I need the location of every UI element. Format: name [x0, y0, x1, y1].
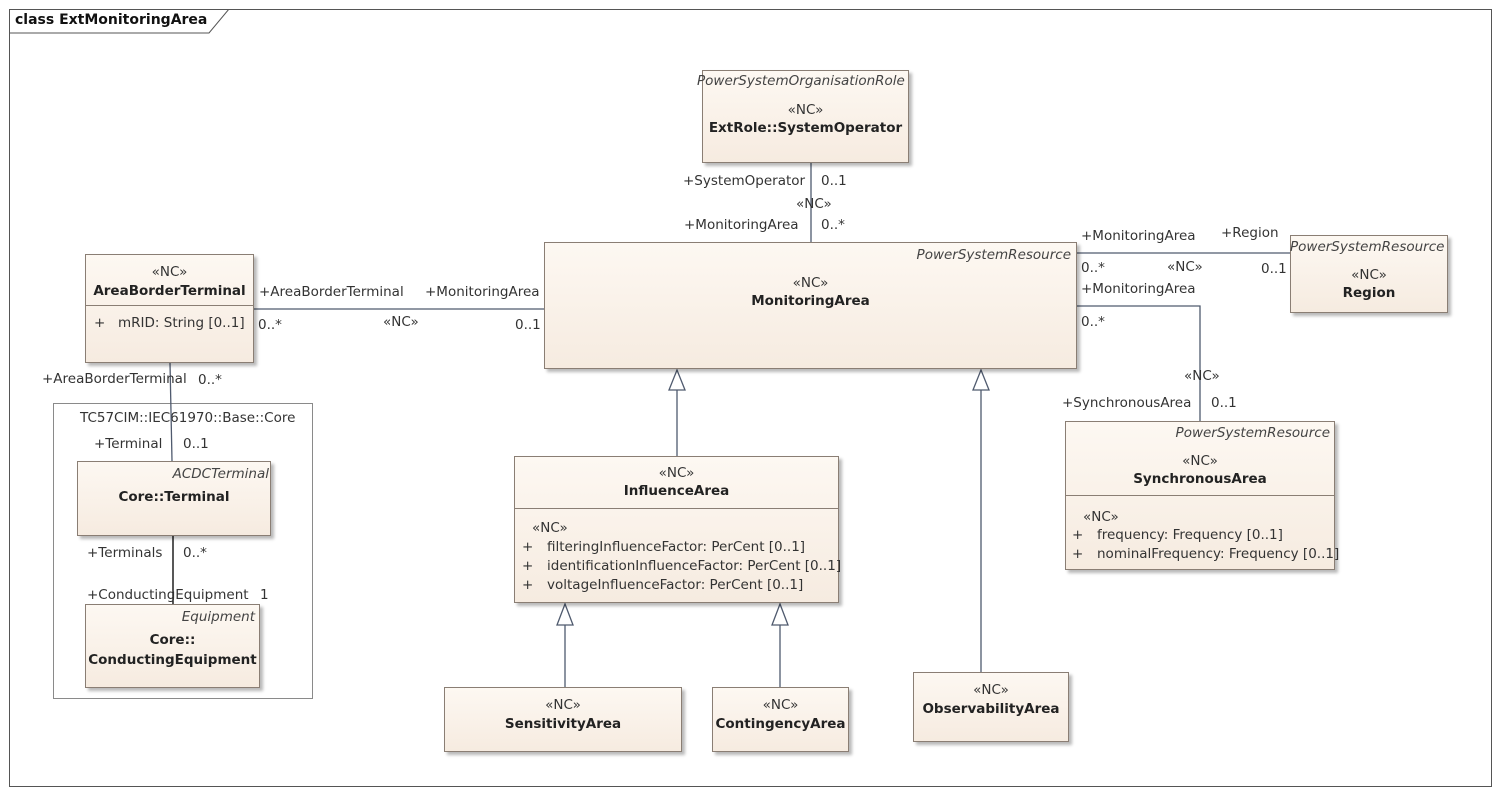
class-contingency-area[interactable]: [712, 687, 849, 752]
system-operator-stereotype: «NC»: [787, 102, 824, 118]
influence-area-name: InfluenceArea: [623, 483, 730, 499]
influence-area-stereotype: «NC»: [658, 465, 695, 481]
assoc-terminal-role-top: +AreaBorderTerminal: [42, 371, 187, 387]
assoc-sync-stereotype: «NC»: [1184, 368, 1220, 384]
conducting-equipment-parent: Equipment: [181, 609, 255, 625]
synchronous-area-attr-stereotype: «NC»: [1083, 509, 1119, 525]
class-region[interactable]: [1290, 235, 1448, 313]
assoc-equipment-role-bottom: +ConductingEquipment: [87, 587, 249, 603]
synchronous-area-attr-vis-2: +: [1072, 546, 1084, 562]
synchronous-area-stereotype: «NC»: [1182, 453, 1218, 469]
class-area-border-terminal[interactable]: [85, 254, 254, 363]
contingency-area-stereotype: «NC»: [762, 697, 799, 713]
synchronous-area-attr-nominal-frequency: nominalFrequency: Frequency [0..1]: [1097, 546, 1340, 562]
contingency-area-name: ContingencyArea: [715, 716, 846, 732]
frame-tab: [9, 9, 230, 34]
assoc-border-mult-right: 0..1: [515, 317, 541, 333]
region-stereotype: «NC»: [1351, 267, 1387, 283]
assoc-sync-role-top: +MonitoringArea: [1081, 281, 1196, 297]
assoc-region-role-right: +Region: [1221, 225, 1279, 241]
observability-area-stereotype: «NC»: [973, 682, 1009, 698]
frame-title: class ExtMonitoringArea: [15, 12, 208, 28]
assoc-operator-stereotype: «NC»: [796, 196, 832, 212]
assoc-border-role-left: +AreaBorderTerminal: [259, 284, 404, 300]
region-parent: PowerSystemResource: [1290, 239, 1445, 255]
region-name: Region: [1342, 285, 1396, 301]
influence-area-attr-stereotype: «NC»: [532, 520, 568, 536]
observability-area-name: ObservabilityArea: [922, 701, 1060, 717]
assoc-sync-mult-top: 0..*: [1081, 314, 1105, 330]
area-border-terminal-separator: [85, 305, 254, 306]
package-name: TC57CIM::IEC61970::Base::Core: [80, 410, 296, 426]
assoc-border-stereotype: «NC»: [383, 314, 419, 330]
core-terminal-parent: ACDCTerminal: [172, 466, 269, 482]
class-sensitivity-area[interactable]: [444, 687, 682, 752]
class-observability-area[interactable]: [913, 672, 1069, 742]
influence-area-attr-identification: identificationInfluenceFactor: PerCent […: [547, 558, 842, 574]
assoc-equipment-mult-top: 0..*: [183, 545, 207, 561]
sensitivity-area-name: SensitivityArea: [504, 716, 622, 732]
influence-area-attr-vis-2: +: [522, 558, 534, 574]
assoc-region-stereotype: «NC»: [1167, 259, 1203, 275]
sensitivity-area-stereotype: «NC»: [545, 697, 581, 713]
assoc-region-mult-right: 0..1: [1261, 261, 1287, 277]
class-monitoring-area[interactable]: [544, 242, 1077, 369]
assoc-sync-mult-bottom: 0..1: [1211, 395, 1237, 411]
assoc-operator-mult-top: 0..1: [821, 173, 847, 189]
system-operator-name: ExtRole::SystemOperator: [708, 120, 903, 136]
monitoring-area-parent: PowerSystemResource: [916, 247, 1071, 263]
assoc-terminal-mult-bottom: 0..1: [183, 436, 209, 452]
monitoring-area-stereotype: «NC»: [792, 275, 829, 291]
synchronous-area-name: SynchronousArea: [1133, 471, 1267, 487]
class-core-terminal[interactable]: [77, 461, 271, 536]
influence-area-attr-filtering: filteringInfluenceFactor: PerCent [0..1]: [547, 539, 806, 555]
assoc-region-role-left: +MonitoringArea: [1081, 228, 1196, 244]
assoc-terminal-mult-top: 0..*: [198, 372, 222, 388]
assoc-equipment-role-top: +Terminals: [87, 545, 163, 561]
core-terminal-name: Core::Terminal: [118, 489, 230, 505]
influence-area-attr-vis-3: +: [522, 577, 534, 593]
monitoring-area-name: MonitoringArea: [751, 293, 870, 309]
assoc-equipment-mult-bottom: 1: [260, 587, 269, 603]
assoc-operator-role-top: +SystemOperator: [683, 173, 806, 189]
assoc-border-mult-left: 0..*: [258, 317, 282, 333]
assoc-operator-mult-bottom: 0..*: [821, 217, 845, 233]
conducting-equipment-name-line2: ConductingEquipment: [88, 652, 257, 668]
area-border-terminal-stereotype: «NC»: [151, 264, 188, 280]
influence-area-attr-voltage: voltageInfluenceFactor: PerCent [0..1]: [547, 577, 804, 593]
influence-area-attr-vis-1: +: [522, 539, 534, 555]
assoc-operator-role-bottom: +MonitoringArea: [684, 217, 799, 233]
area-border-terminal-attr-vis: +: [94, 315, 106, 331]
diagram-frame: [9, 9, 1492, 787]
assoc-terminal-role-bottom: +Terminal: [94, 436, 163, 452]
synchronous-area-separator: [1065, 495, 1335, 496]
assoc-sync-role-bottom: +SynchronousArea: [1062, 395, 1192, 411]
class-influence-area[interactable]: [514, 456, 839, 603]
synchronous-area-attr-vis-1: +: [1072, 527, 1084, 543]
system-operator-parent: PowerSystemOrganisationRole: [697, 73, 905, 89]
conducting-equipment-name-line1: Core::: [149, 632, 196, 648]
assoc-region-mult-left: 0..*: [1081, 260, 1105, 276]
area-border-terminal-name: AreaBorderTerminal: [93, 283, 246, 299]
synchronous-area-attr-frequency: frequency: Frequency [0..1]: [1097, 527, 1283, 543]
influence-area-separator: [514, 508, 839, 509]
class-system-operator[interactable]: [702, 70, 909, 163]
assoc-border-role-right: +MonitoringArea: [425, 284, 540, 300]
area-border-terminal-attr-mrid: mRID: String [0..1]: [118, 315, 245, 331]
class-conducting-equipment[interactable]: [85, 604, 260, 688]
synchronous-area-parent: PowerSystemResource: [1175, 425, 1330, 441]
